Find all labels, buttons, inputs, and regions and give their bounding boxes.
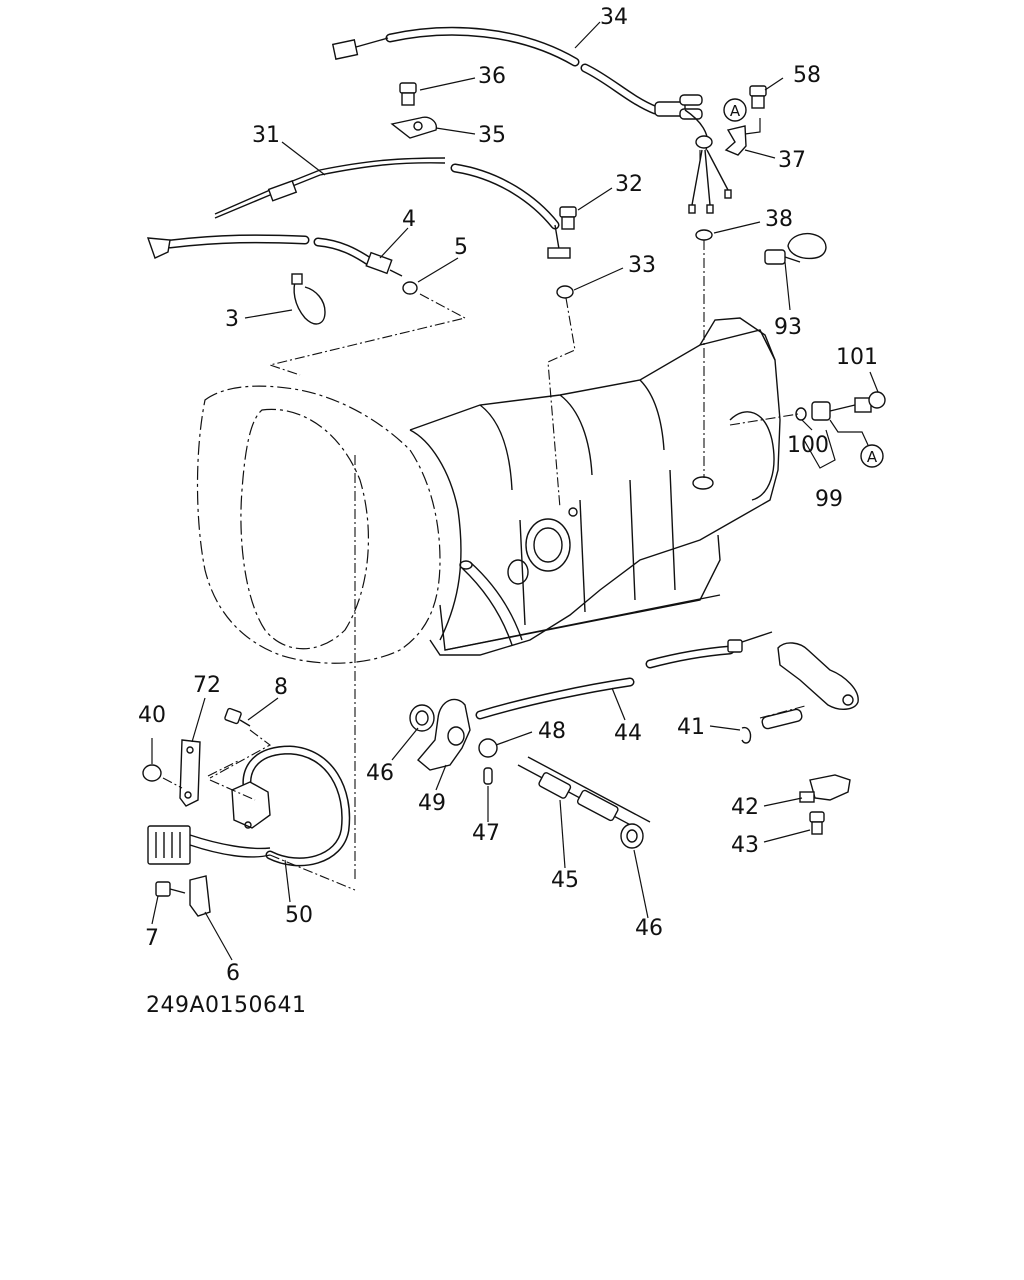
callout-42: 42 bbox=[731, 795, 759, 820]
callout-101: 101 bbox=[836, 345, 878, 370]
transmission-assembly bbox=[196, 317, 781, 664]
drawing-code: 249A0150641 bbox=[146, 993, 307, 1018]
callout-46-left: 46 bbox=[366, 761, 394, 786]
harness-34 bbox=[331, 26, 732, 214]
callout-38: 38 bbox=[765, 207, 793, 232]
callout-50: 50 bbox=[285, 903, 313, 928]
callout-labels: 34 36 58 35 31 37 32 4 5 38 33 3 93 101 … bbox=[138, 5, 878, 986]
marker-label: A bbox=[867, 448, 878, 466]
callout-37: 37 bbox=[778, 148, 806, 173]
callout-41: 41 bbox=[677, 715, 705, 740]
callout-8: 8 bbox=[274, 675, 288, 700]
callout-46-right: 46 bbox=[635, 916, 663, 941]
marker-label: A bbox=[730, 102, 741, 120]
callout-93: 93 bbox=[774, 315, 802, 340]
callout-49: 49 bbox=[418, 791, 446, 816]
callout-43: 43 bbox=[731, 833, 759, 858]
harness-50 bbox=[142, 707, 351, 917]
callout-4: 4 bbox=[402, 207, 416, 232]
callout-100: 100 bbox=[787, 433, 829, 458]
oil-hose-4 bbox=[146, 234, 403, 277]
callout-48: 48 bbox=[538, 719, 566, 744]
small-parts bbox=[291, 82, 827, 325]
callout-58: 58 bbox=[793, 63, 821, 88]
callout-7: 7 bbox=[145, 926, 159, 951]
callout-31: 31 bbox=[252, 123, 280, 148]
speedometer-cable-31 bbox=[214, 157, 571, 259]
callout-99: 99 bbox=[815, 487, 843, 512]
callout-5: 5 bbox=[454, 235, 468, 260]
reference-marker-a-top: A bbox=[723, 98, 747, 122]
callout-47: 47 bbox=[472, 821, 500, 846]
sensor-assembly-99 bbox=[795, 391, 886, 421]
callout-40: 40 bbox=[138, 703, 166, 728]
callout-36: 36 bbox=[478, 64, 506, 89]
callout-34: 34 bbox=[600, 5, 628, 30]
leader-lines bbox=[151, 21, 879, 961]
callout-35: 35 bbox=[478, 123, 506, 148]
callout-44: 44 bbox=[614, 721, 642, 746]
callout-3: 3 bbox=[225, 307, 239, 332]
callout-45: 45 bbox=[551, 868, 579, 893]
shift-linkage bbox=[409, 631, 859, 849]
callout-32: 32 bbox=[615, 172, 643, 197]
callout-33: 33 bbox=[628, 253, 656, 278]
callout-72: 72 bbox=[193, 673, 221, 698]
callout-6: 6 bbox=[226, 961, 240, 986]
connection-lines bbox=[162, 150, 806, 891]
reference-marker-a-right: A bbox=[860, 444, 884, 468]
